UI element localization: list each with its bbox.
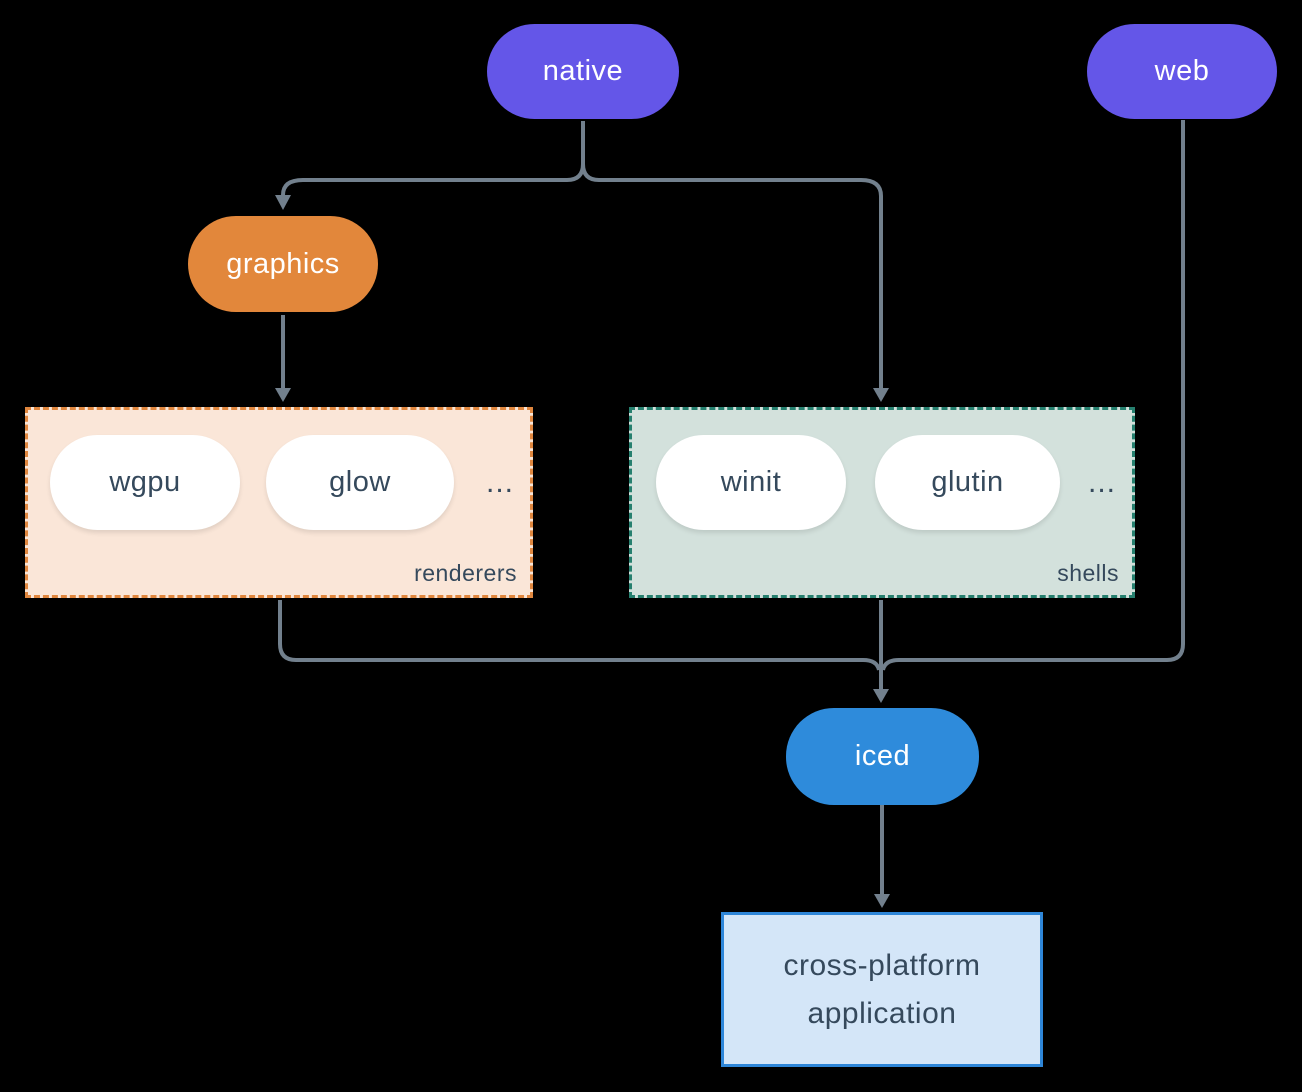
arrowhead-app — [874, 894, 890, 908]
shells-ellipsis: ... — [1087, 465, 1116, 499]
renderers-ellipsis: ... — [485, 465, 514, 499]
edge-renderers-iced — [278, 600, 881, 671]
node-native-label: native — [542, 55, 624, 87]
node-wgpu-label: wgpu — [109, 466, 181, 498]
arrowhead-renderers — [275, 388, 291, 402]
node-glow: glow — [266, 435, 454, 530]
app-label-line1: cross-platform — [783, 948, 981, 982]
node-iced: iced — [786, 708, 979, 805]
arrowhead-shells — [873, 388, 889, 402]
arrowhead-iced — [873, 689, 889, 703]
edge-native-shells — [581, 121, 883, 388]
node-iced-label: iced — [854, 740, 911, 772]
node-glutin: glutin — [875, 435, 1060, 530]
app-label-line2: application — [807, 996, 957, 1030]
node-wgpu: wgpu — [50, 435, 240, 530]
node-glow-label: glow — [329, 466, 391, 498]
renderers-group-label: renderers — [414, 560, 517, 586]
node-glutin-label: glutin — [931, 466, 1004, 498]
node-native: native — [487, 24, 679, 119]
node-winit: winit — [656, 435, 846, 530]
node-web-label: web — [1154, 55, 1210, 87]
node-web: web — [1087, 24, 1277, 119]
arrowhead-graphics — [275, 195, 291, 210]
group-shells: winit glutin ... shells — [629, 407, 1135, 598]
shells-group-label: shells — [1057, 560, 1119, 586]
node-graphics-label: graphics — [226, 247, 340, 280]
node-winit-label: winit — [720, 466, 782, 498]
edge-web-iced — [881, 120, 1185, 671]
node-cross-platform-application: cross-platform application — [721, 912, 1043, 1067]
group-renderers: wgpu glow ... renderers — [25, 407, 533, 598]
node-graphics: graphics — [188, 216, 378, 312]
edge-native-graphics — [281, 121, 585, 196]
